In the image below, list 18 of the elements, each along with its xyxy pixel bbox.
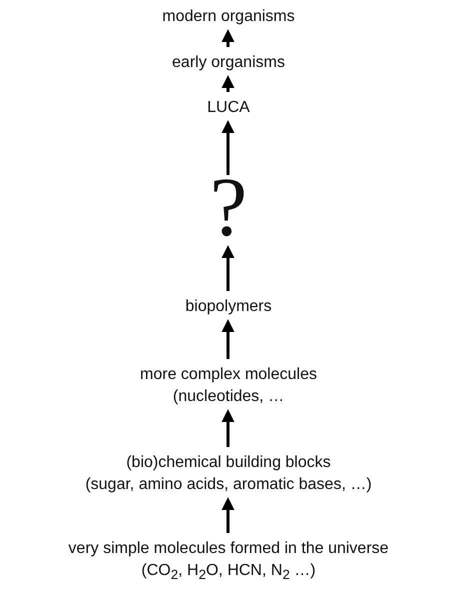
stage-examples: (CO$_{2}$, H$_{2}$O, HCN, N$_{2}$ …) [141,561,316,584]
arrow [222,245,234,291]
question-mark: ? [210,166,248,250]
arrow [222,409,234,447]
arrow [222,319,234,359]
arrow [222,120,234,175]
arrow [222,29,234,47]
stage-label: early organisms [172,53,285,73]
stage-label: LUCA [207,98,250,118]
stage-label: very simple molecules formed in the universe [68,539,389,559]
stage-label: biopolymers [185,297,272,317]
stage-examples: (sugar, amino acids, aromatic bases, …) [85,475,372,495]
stage-label: (bio)chemical building blocks [126,453,331,473]
stage-label: more complex molecules [140,365,317,385]
arrow [222,75,234,92]
arrow [222,497,234,533]
stage-label: modern organisms [162,7,295,27]
stage-examples: (nucleotides, … [172,387,284,407]
